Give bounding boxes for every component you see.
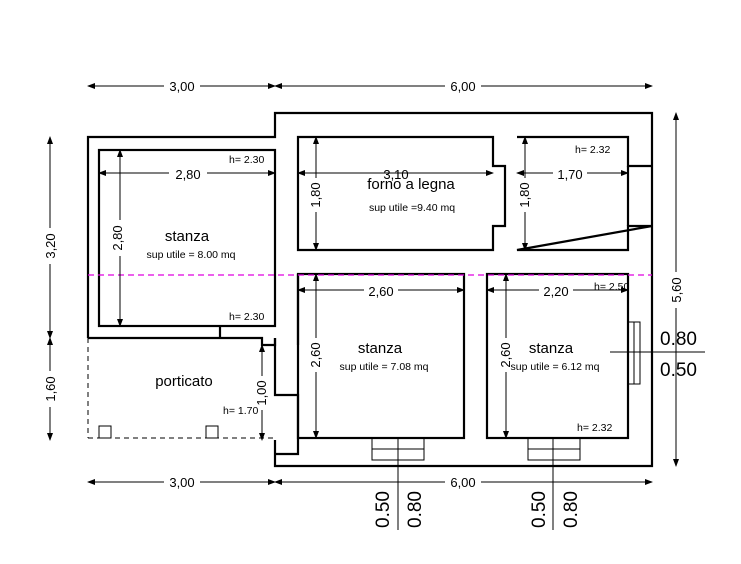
- porticato-h: h= 1.70: [223, 405, 258, 417]
- dim-bottom-right: 6,00: [450, 475, 475, 490]
- dimension-lines: 3,00 6,00 3,00 6,00 3,20 1,60 5,60: [42, 78, 684, 490]
- dim-forno-height: 1,80: [308, 182, 323, 207]
- pillar-left: [98, 425, 112, 439]
- dim-stanza3-height: 2,60: [498, 342, 513, 367]
- dim-top-left: 3,00: [169, 79, 194, 94]
- room1-name: stanza: [165, 228, 210, 245]
- room-forno: [296, 135, 507, 252]
- room1-area: sup utile = 8.00 mq: [146, 249, 235, 261]
- right-window: 0.80 0.50: [610, 321, 705, 385]
- forno-name: forno a legna: [367, 176, 455, 193]
- exterior-walls: [86, 111, 654, 468]
- bottom-window2-dim-b: 0.80: [561, 491, 582, 528]
- dim-forno-width: 3,10: [383, 167, 408, 182]
- dim-small-width: 1,70: [557, 167, 582, 182]
- bottom-window1-dim-a: 0.50: [373, 491, 394, 528]
- dim-right: 5,60: [669, 277, 684, 302]
- interior-dimensions: 2,80 2,80 3,10 1,80 1,70 1,80 2,60 2,60 …: [98, 136, 629, 441]
- small-room-h: h= 2.32: [575, 144, 610, 156]
- room1-h-top: h= 2.30: [229, 154, 264, 166]
- stanza2-area: sup utile = 7.08 mq: [339, 361, 428, 373]
- room1-h-bottom: h= 2.30: [229, 311, 264, 323]
- stanza3-h-top: h= 2.50: [594, 281, 629, 293]
- right-window-dim-a: 0.80: [660, 329, 697, 350]
- dim-stanza2-height: 2,60: [308, 342, 323, 367]
- right-window-dim-b: 0.50: [660, 360, 697, 381]
- dim-room1-height: 2,80: [110, 225, 125, 250]
- bottom-window1-dim-b: 0.80: [405, 491, 426, 528]
- dim-porticato-height: 1,00: [254, 380, 269, 405]
- stanza3-h-bottom: h= 2.32: [577, 422, 612, 434]
- room-small: [516, 135, 653, 252]
- stanza3-area: sup utile = 6.12 mq: [510, 361, 599, 373]
- dim-stanza2-width: 2,60: [368, 284, 393, 299]
- dim-bottom-left: 3,00: [169, 475, 194, 490]
- stanza3-name: stanza: [529, 340, 574, 357]
- forno-area: sup utile =9.40 mq: [369, 202, 455, 214]
- room-labels: h= 2.30 stanza sup utile = 8.00 mq h= 2.…: [146, 144, 629, 434]
- dim-left-upper: 3,20: [43, 233, 58, 258]
- dim-room1-width: 2,80: [175, 167, 200, 182]
- bottom-window-2: 0.50 0.80: [527, 437, 582, 530]
- dim-small-height: 1,80: [517, 182, 532, 207]
- bottom-window-1: 0.50 0.80: [371, 437, 426, 530]
- porticato-name: porticato: [155, 373, 213, 390]
- bottom-window2-dim-a: 0.50: [529, 491, 550, 528]
- dim-stanza3-width: 2,20: [543, 284, 568, 299]
- pillar-right: [205, 425, 219, 439]
- dim-left-lower: 1,60: [43, 376, 58, 401]
- stanza2-name: stanza: [358, 340, 403, 357]
- dim-top-right: 6,00: [450, 79, 475, 94]
- porticato-outline: [87, 338, 275, 439]
